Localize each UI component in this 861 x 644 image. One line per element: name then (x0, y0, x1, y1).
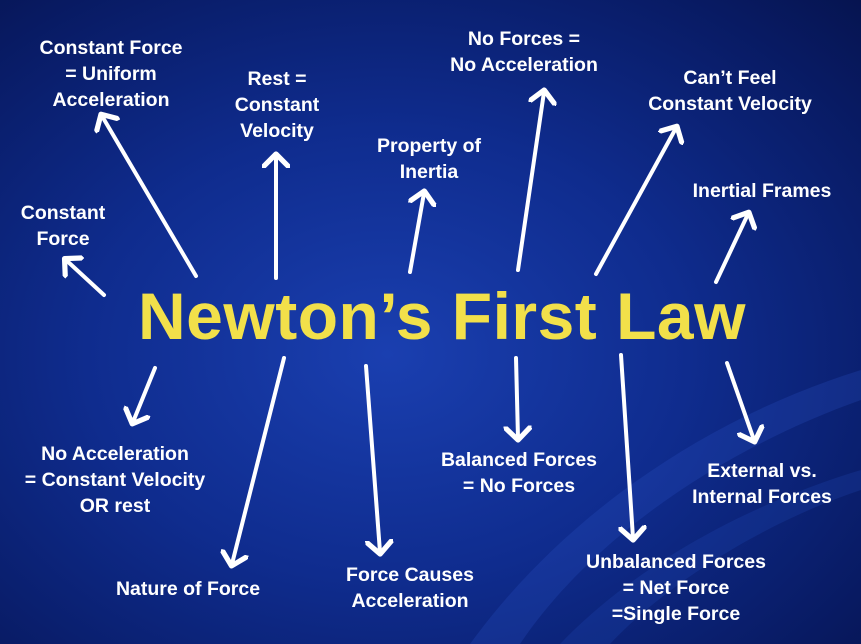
arrow-to-constant-force-uniform-accel (102, 116, 198, 278)
label-unbalanced-forces: Unbalanced Forces = Net Force =Single Fo… (586, 551, 766, 625)
label-property-of-inertia: Property of Inertia (376, 135, 482, 183)
label-cant-feel-constant-velocity: Can’t Feel Constant Velocity (648, 67, 812, 115)
label-no-forces-no-accel: No Forces = No Acceleration (450, 28, 598, 76)
label-constant-force: Constant Force (20, 202, 106, 250)
arrow-to-no-accel (133, 366, 157, 422)
arrow-to-balanced-forces (516, 356, 518, 438)
arrow-to-unbalanced-forces (621, 353, 633, 538)
arrow-to-constant-force (66, 260, 106, 297)
arrow-to-cant-feel (594, 128, 676, 276)
arrow-to-property-of-inertia (408, 193, 424, 274)
arrow-to-nature-of-force (232, 356, 286, 564)
arrow-to-external-internal (725, 361, 754, 440)
label-external-internal-forces: External vs. Internal Forces (692, 460, 832, 508)
label-no-accel-constant-velocity: No Acceleration = Constant Velocity OR r… (24, 443, 206, 517)
label-balanced-forces: Balanced Forces = No Forces (440, 449, 598, 497)
label-inertial-frames: Inertial Frames (692, 180, 832, 202)
arrow-to-force-causes-accel (364, 364, 380, 552)
arrow-to-inertial-frames (714, 214, 748, 284)
label-force-causes-accel: Force Causes Acceleration (346, 564, 474, 612)
label-constant-force-uniform-accel: Constant Force = Uniform Acceleration (39, 37, 183, 111)
label-rest-constant-velocity: Rest = Constant Velocity (234, 68, 320, 142)
diagram-title: Newton’s First Law (138, 279, 746, 353)
arrow-to-no-forces (516, 92, 544, 272)
label-nature-of-force: Nature of Force (115, 578, 261, 600)
